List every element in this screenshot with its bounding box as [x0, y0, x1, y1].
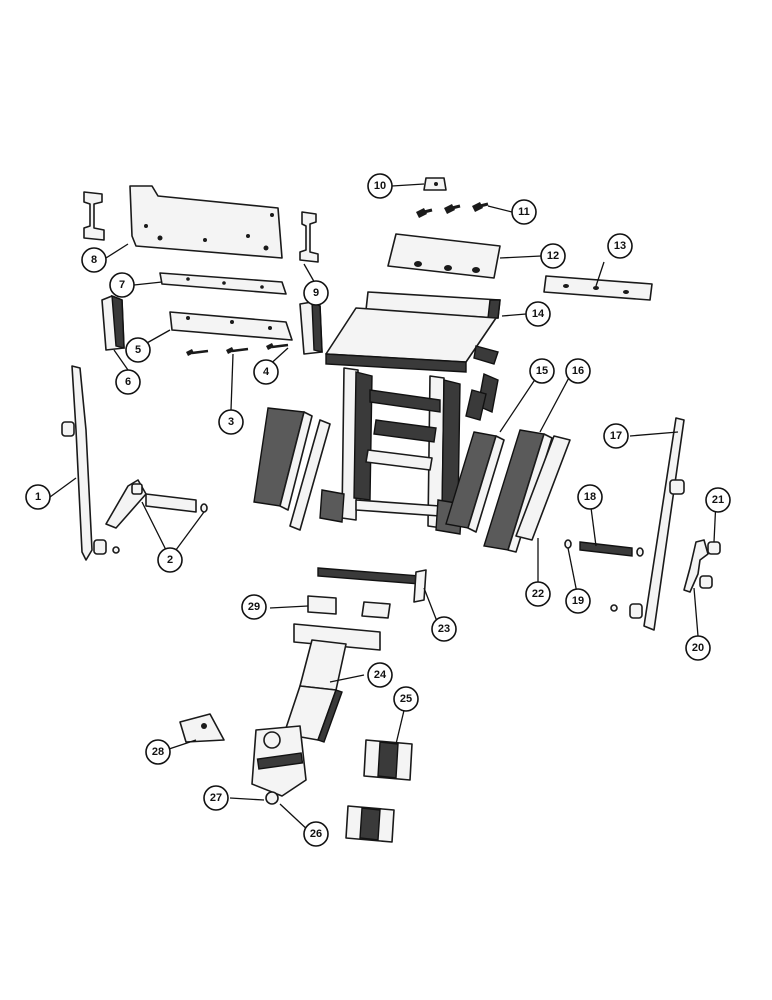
part-9-clip	[299, 211, 319, 263]
callout-21: 21	[705, 487, 731, 513]
callout-8: 8	[81, 247, 107, 273]
callout-10: 10	[367, 173, 393, 199]
callout-9: 9	[303, 280, 329, 306]
left-pad-wood	[253, 407, 313, 511]
svg-text:20: 20	[692, 642, 704, 654]
callout-12: 12	[540, 243, 566, 269]
part-11-bolts	[416, 202, 489, 218]
callout-15: 15	[529, 358, 555, 384]
svg-text:12: 12	[547, 250, 559, 262]
part-17-bar	[610, 417, 685, 631]
callout-26: 26	[303, 821, 329, 847]
svg-text:28: 28	[152, 746, 164, 758]
svg-text:4: 4	[263, 366, 270, 378]
svg-text:6: 6	[125, 376, 131, 388]
svg-text:23: 23	[438, 623, 450, 635]
svg-text:9: 9	[313, 287, 319, 299]
callout-27: 27	[203, 785, 229, 811]
callout-22: 22	[525, 581, 551, 607]
part-5-strap	[169, 311, 293, 341]
svg-text:2: 2	[167, 554, 173, 566]
part-3-bolts	[186, 343, 289, 356]
callout-28: 28	[145, 739, 171, 765]
part-14-frame	[319, 291, 501, 535]
part-2-crank	[105, 479, 208, 529]
svg-text:16: 16	[572, 365, 584, 377]
callout-16: 16	[565, 358, 591, 384]
part-16-pad	[483, 429, 553, 553]
svg-text:21: 21	[712, 494, 724, 506]
svg-text:3: 3	[228, 416, 234, 428]
part-25-bearings	[345, 739, 413, 843]
svg-text:8: 8	[91, 254, 97, 266]
svg-text:11: 11	[518, 206, 530, 218]
svg-text:29: 29	[248, 601, 260, 613]
svg-text:25: 25	[400, 693, 412, 705]
part-6-block	[101, 294, 125, 351]
svg-text:18: 18	[584, 491, 596, 503]
part-26-clamp	[251, 725, 307, 805]
svg-text:26: 26	[310, 828, 322, 840]
svg-text:5: 5	[135, 344, 141, 356]
part-15-pad	[445, 431, 505, 533]
callout-23: 23	[431, 616, 457, 642]
callout-20: 20	[685, 635, 711, 661]
part-24-post	[283, 623, 381, 743]
left-pad-shim	[289, 419, 331, 531]
svg-text:19: 19	[572, 595, 584, 607]
part-10-nut	[423, 177, 447, 191]
callout-11: 11	[511, 199, 537, 225]
svg-text:13: 13	[614, 240, 626, 252]
callout-24: 24	[367, 662, 393, 688]
callout-4: 4	[253, 359, 279, 385]
callout-5: 5	[125, 337, 151, 363]
callout-13: 13	[607, 233, 633, 259]
svg-text:24: 24	[374, 669, 387, 681]
svg-text:7: 7	[119, 279, 125, 291]
part-1-arm	[61, 365, 120, 561]
part-4-block	[299, 300, 323, 355]
part-12-plate	[387, 233, 501, 279]
callout-1: 1	[25, 484, 51, 510]
svg-text:17: 17	[610, 430, 622, 442]
part-7-flat-strap	[159, 272, 287, 295]
callout-29: 29	[241, 594, 267, 620]
callout-6: 6	[115, 369, 141, 395]
callout-25: 25	[393, 686, 419, 712]
part-19-washer	[564, 539, 572, 549]
svg-text:10: 10	[374, 180, 386, 192]
callout-17: 17	[603, 423, 629, 449]
callout-19: 19	[565, 588, 591, 614]
callout-14: 14	[525, 301, 551, 327]
svg-text:22: 22	[532, 588, 544, 600]
callout-7: 7	[109, 272, 135, 298]
part-13-bar	[543, 275, 653, 301]
svg-text:15: 15	[536, 365, 548, 377]
callout-2: 2	[157, 547, 183, 573]
part-8-clip	[83, 191, 105, 241]
callout-3: 3	[218, 409, 244, 435]
svg-text:14: 14	[532, 308, 545, 320]
svg-text:1: 1	[35, 491, 41, 503]
callout-18: 18	[577, 484, 603, 510]
part-28-plate	[179, 713, 225, 743]
part-8-bracket-plate	[129, 185, 283, 259]
part-23-pin	[317, 567, 427, 603]
part-29-bushings	[307, 595, 391, 619]
part-20-bracket	[683, 539, 721, 593]
part-18-pin	[579, 541, 644, 557]
part-22-strip	[515, 435, 571, 541]
svg-text:27: 27	[210, 792, 222, 804]
